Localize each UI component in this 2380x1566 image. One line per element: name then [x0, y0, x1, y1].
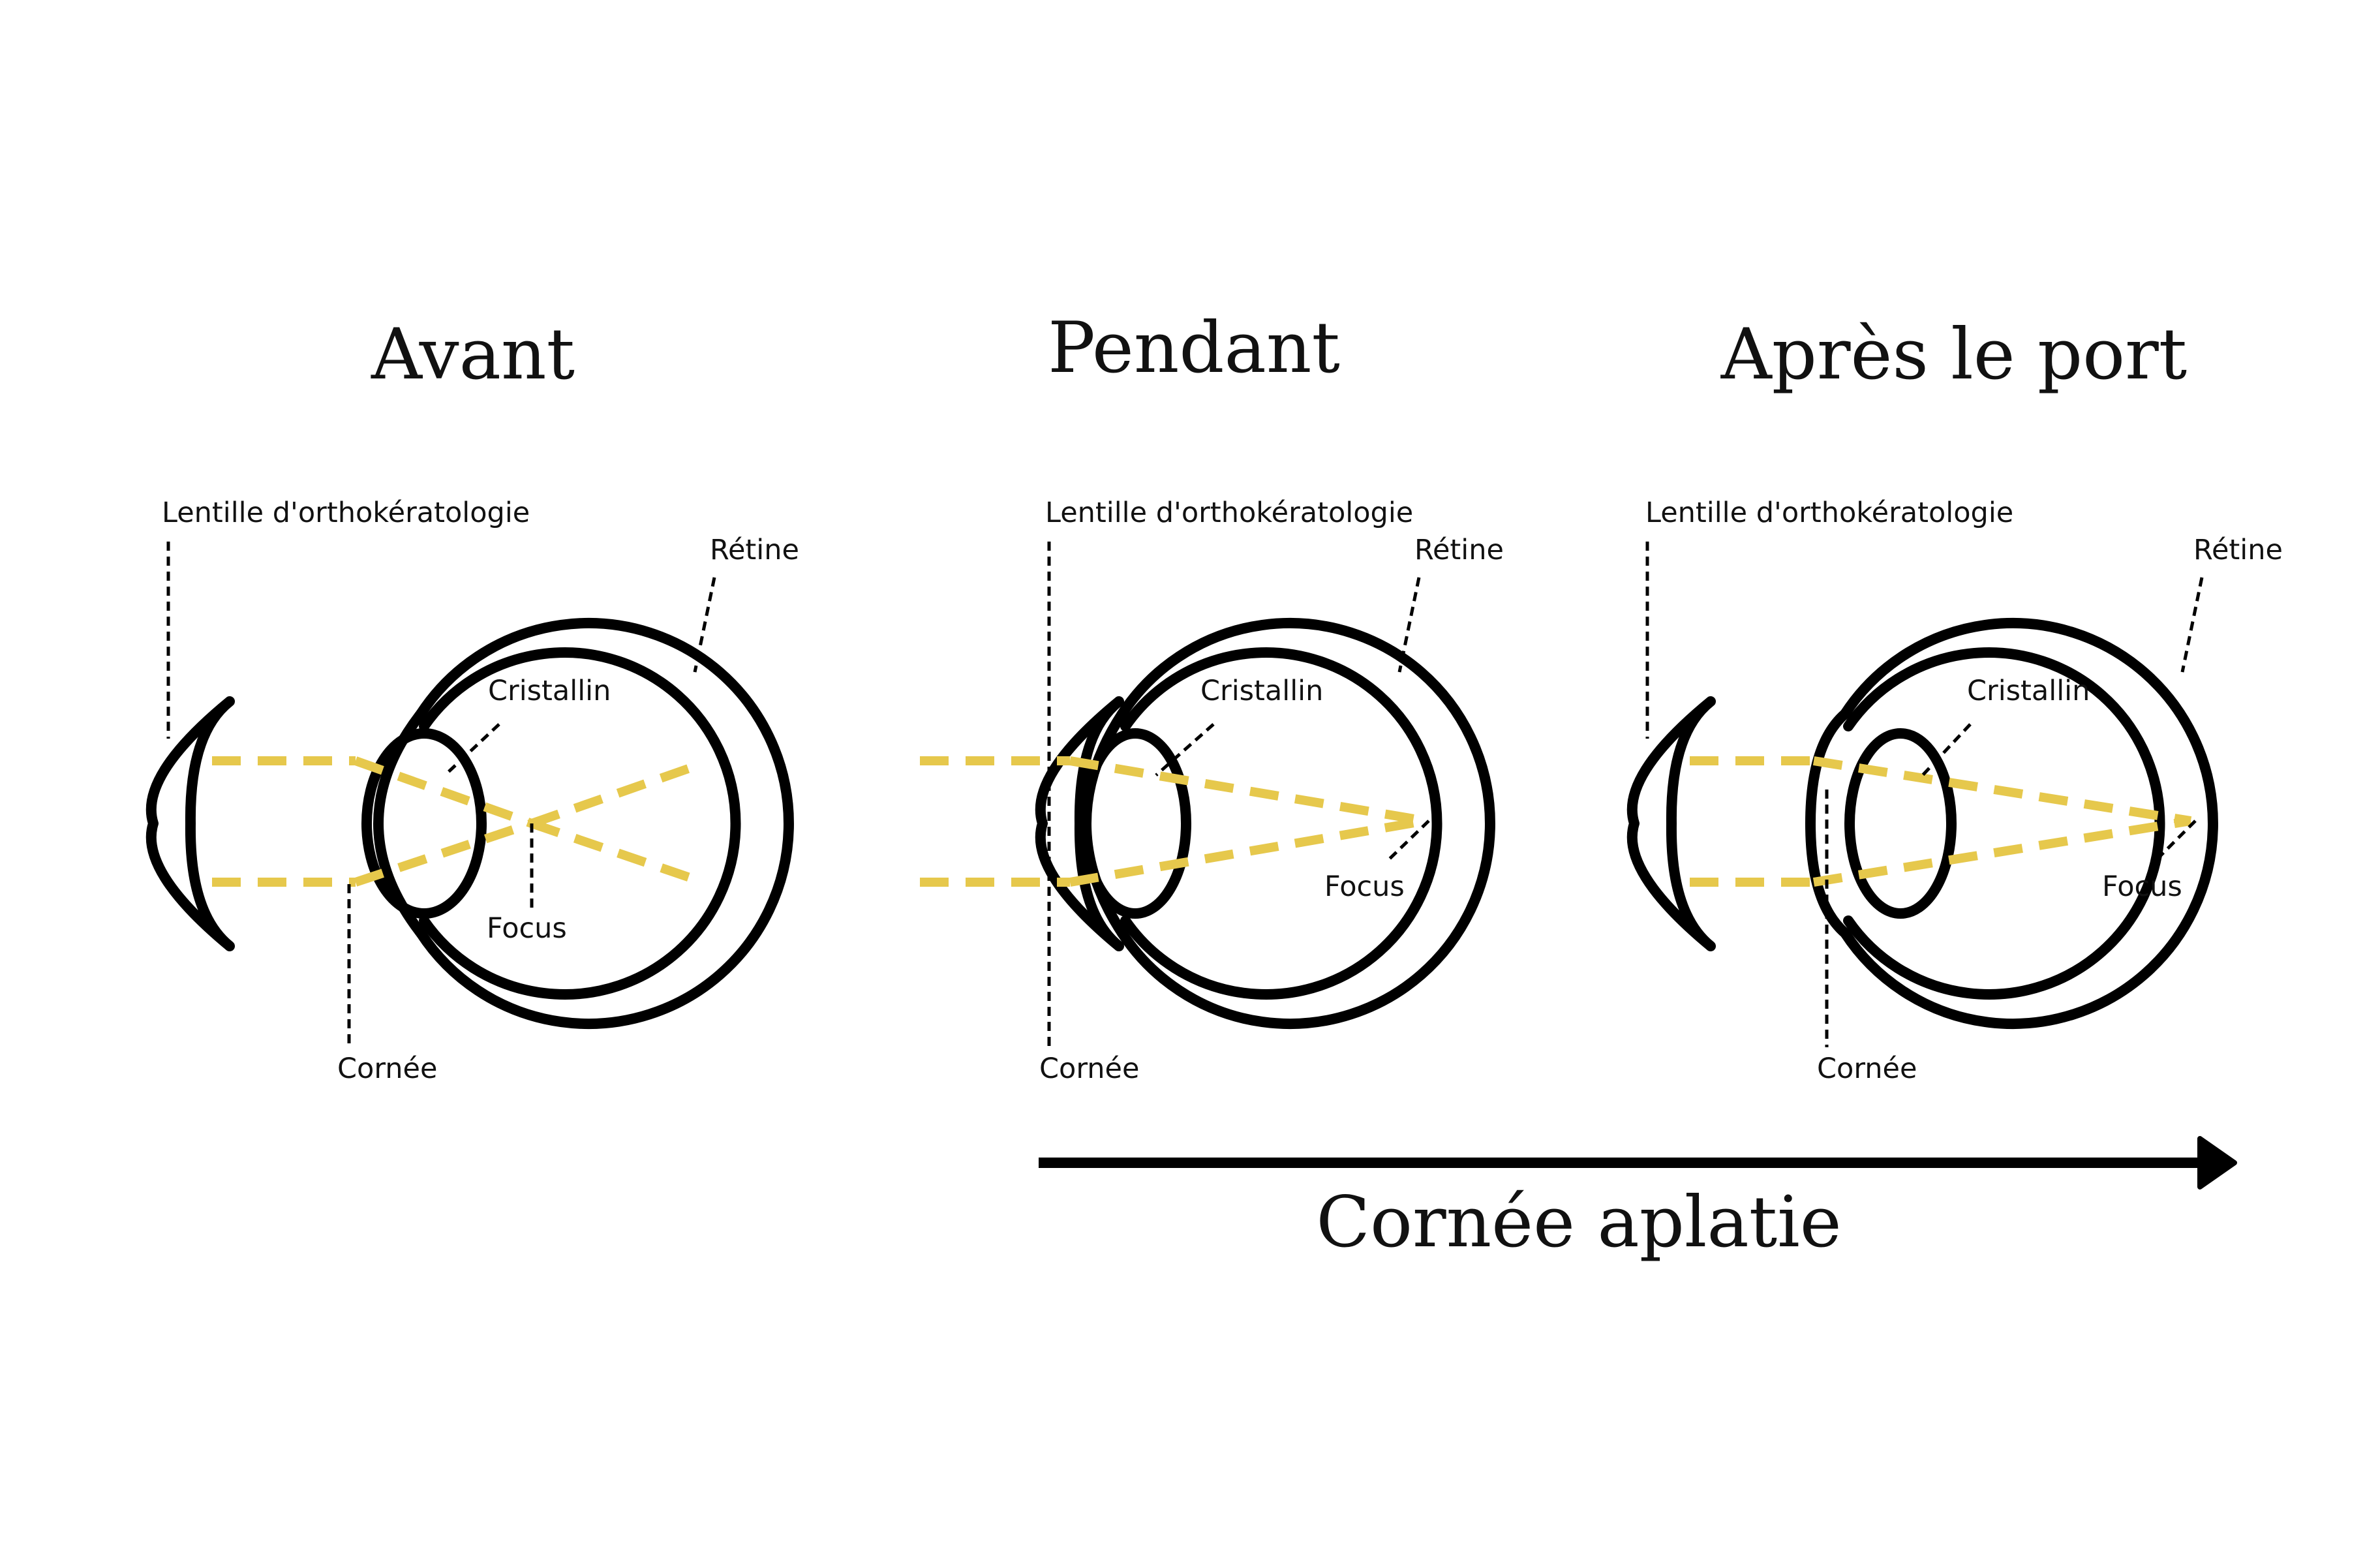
label-lens-after: Lentille d'orthokératologie — [1645, 497, 2013, 529]
panel-before: Avant Lentille d'orthokératologie — [145, 314, 799, 1085]
progression-arrow: Cornée aplatie — [1039, 1136, 2237, 1263]
eye-outer-wall — [1117, 618, 1495, 1029]
leader-retina-before — [693, 577, 716, 673]
ray-lower-converging — [1812, 816, 2192, 887]
leader-crystalline-during — [1155, 723, 1215, 776]
label-crystalline-during: Cristallin — [1200, 675, 1323, 707]
eye-outer-wall — [1840, 618, 2218, 1029]
ortho-lens-before — [145, 696, 235, 951]
label-crystalline-after: Cristallin — [1967, 675, 2090, 707]
eyeball-after — [1805, 618, 2218, 1029]
label-focus-before: Focus — [487, 912, 567, 945]
label-focus-after: Focus — [2102, 870, 2182, 903]
label-retina-during: Rétine — [1414, 534, 1504, 566]
ray-lower-diverging — [530, 760, 701, 828]
eye-inner-wall — [1120, 647, 1442, 1000]
leader-crystalline-before — [444, 723, 500, 776]
label-lens-before: Lentille d'orthokératologie — [162, 497, 530, 529]
eye-outer-wall — [416, 618, 794, 1029]
label-retina-before: Rétine — [710, 534, 799, 566]
panel-title-after: Après le port — [1720, 314, 2187, 395]
light-rays-before — [212, 756, 701, 887]
ray-upper-converging — [1812, 756, 2192, 825]
leader-focus-during — [1387, 820, 1430, 861]
panel-during: Pendant Lentille d'orthokératologie Réti… — [920, 307, 1504, 1085]
label-focus-during: Focus — [1324, 870, 1405, 903]
ortho-lens-shape — [145, 696, 235, 951]
eye-inner-wall — [1843, 647, 2165, 1000]
light-rays-after — [1690, 756, 2192, 887]
arrow-head-icon — [2197, 1136, 2237, 1190]
arrow-label: Cornée aplatie — [1316, 1182, 1841, 1263]
leader-crystalline-after — [1921, 723, 1972, 776]
leader-retina-after — [2180, 577, 2204, 673]
label-cornea-during: Cornée — [1039, 1052, 1139, 1085]
label-lens-during: Lentille d'orthokératologie — [1045, 497, 1413, 529]
label-cornea-after: Cornée — [1817, 1052, 1917, 1085]
ray-upper-converging — [354, 756, 534, 828]
label-retina-after: Rétine — [2193, 534, 2283, 566]
eye-inner-wall — [419, 647, 741, 1000]
crystalline-lens-after — [1844, 728, 1957, 919]
ortho-lens-shape — [1626, 696, 1716, 951]
crystalline-lens-before — [361, 728, 487, 919]
ray-upper-converging — [1069, 756, 1427, 825]
leader-focus-after — [2155, 820, 2197, 861]
ray-lower-converging — [354, 819, 534, 887]
panel-after: Après le port Lentille d'orthokératologi… — [1626, 314, 2283, 1085]
panel-title-during: Pendant — [1048, 307, 1340, 389]
eyeball-before — [361, 618, 794, 1029]
light-rays-during — [920, 756, 1427, 887]
ray-lower-converging — [1069, 816, 1427, 887]
crystalline-lens-during — [1079, 728, 1191, 919]
panel-title-before: Avant — [371, 314, 575, 395]
leader-retina-during — [1397, 577, 1421, 673]
ray-upper-diverging — [530, 819, 701, 885]
label-crystalline-before: Cristallin — [488, 675, 611, 707]
label-cornea-before: Cornée — [337, 1052, 437, 1085]
ortho-lens-after — [1626, 696, 1716, 951]
